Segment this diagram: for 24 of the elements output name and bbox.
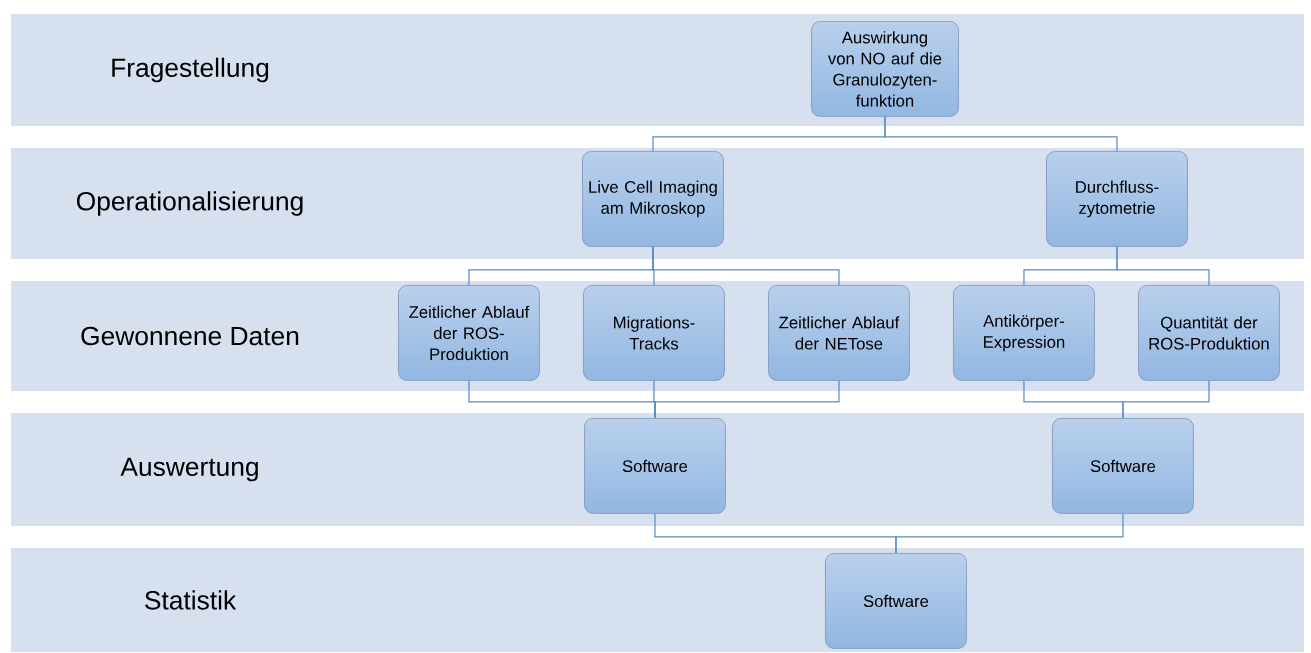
connector bbox=[652, 246, 840, 286]
connector bbox=[884, 116, 1118, 152]
process-box: Live Cell Imaging am Mikroskop bbox=[582, 151, 724, 247]
process-box: Software bbox=[584, 418, 726, 514]
connector bbox=[895, 513, 1124, 554]
process-box: Zeitlicher Ablauf der NETose bbox=[768, 285, 910, 381]
band-label: Gewonnene Daten bbox=[81, 326, 299, 346]
process-box: Software bbox=[825, 553, 967, 649]
process-box: Zeitlicher Ablauf der ROS- Produktion bbox=[398, 285, 540, 381]
band-label: Operationalisierung bbox=[76, 191, 303, 216]
process-box: Auswirkung von NO auf die Granulozyten- funktion bbox=[811, 21, 959, 117]
band-label: Fragestellung bbox=[112, 57, 269, 83]
connector bbox=[1116, 246, 1210, 286]
band bbox=[8, 11, 1307, 129]
process-box: Software bbox=[1052, 418, 1194, 514]
process-box: Quantität der ROS-Produktion bbox=[1138, 285, 1280, 381]
band-label: Statistik bbox=[145, 590, 237, 610]
connector bbox=[654, 380, 840, 419]
process-box: Antikörper- Expression bbox=[953, 285, 1095, 381]
connector bbox=[1122, 380, 1210, 419]
band-label: Auswertung bbox=[120, 457, 258, 482]
process-box: Migrations- Tracks bbox=[583, 285, 725, 381]
process-box: Durchfluss- zytometrie bbox=[1046, 151, 1188, 247]
band bbox=[8, 545, 1307, 653]
